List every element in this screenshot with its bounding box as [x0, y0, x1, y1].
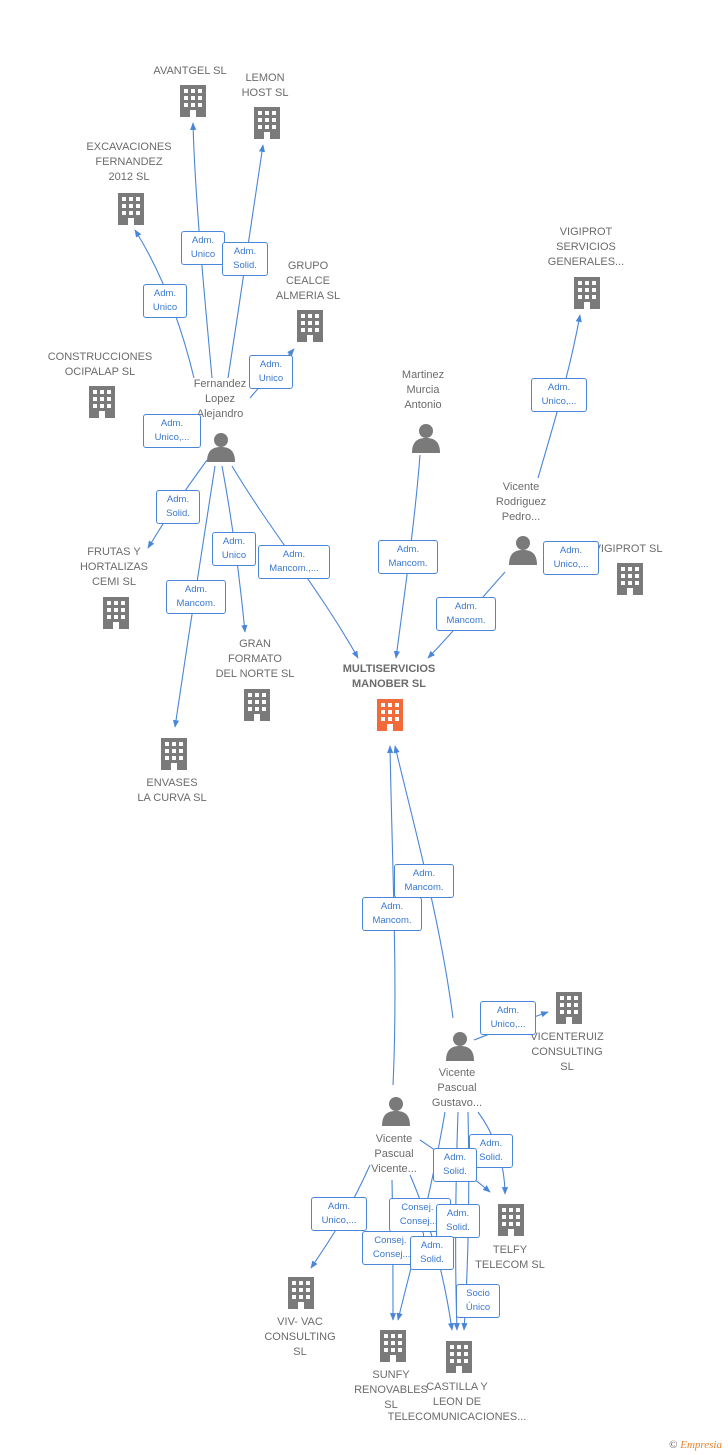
relation-badge[interactable]: Adm. Solid.	[436, 1204, 480, 1238]
castilla-icon	[446, 1341, 472, 1373]
sunfy-icon	[380, 1330, 406, 1362]
relation-badge[interactable]: Adm. Unico,...	[543, 541, 599, 575]
vicente-pascual-label[interactable]: Vicente Pascual Vicente...	[371, 1133, 417, 1175]
vpascual-person-icon	[382, 1097, 410, 1126]
relation-badge[interactable]: Adm. Unico	[143, 284, 187, 318]
brand-logo[interactable]: Empresia	[680, 1439, 722, 1451]
castilla-label[interactable]: CASTILLA Y LEON DE TELECOMUNICACIONES...	[387, 1381, 527, 1423]
avantgel-icon	[180, 85, 206, 117]
sunfy-label[interactable]: SUNFY RENOVABLES SL	[354, 1369, 428, 1411]
vivvac-icon	[288, 1277, 314, 1309]
martinez-person-icon	[412, 424, 440, 453]
excavaciones-label[interactable]: EXCAVACIONES FERNANDEZ 2012 SL	[86, 141, 172, 183]
relation-badge[interactable]: Adm. Unico	[212, 532, 256, 566]
relation-badge[interactable]: Adm. Solid.	[222, 242, 268, 276]
relation-badge[interactable]: Adm. Mancom.	[362, 897, 422, 931]
fernandez-label[interactable]: Fernandez Lopez Alejandro	[193, 378, 247, 420]
fernandez-person-icon	[207, 433, 235, 462]
relation-badge[interactable]: Adm. Unico,...	[311, 1197, 367, 1231]
construcciones-label[interactable]: CONSTRUCCIONES OCIPALAP SL	[47, 351, 153, 378]
excavaciones-icon	[118, 193, 144, 225]
relation-badge[interactable]: Adm. Mancom.,...	[258, 545, 330, 579]
relation-badge[interactable]: Adm. Mancom.	[378, 540, 438, 574]
vigiprot-generales-icon	[574, 277, 600, 309]
vicenteruiz-label[interactable]: VICENTERUIZ CONSULTING SL	[530, 1031, 604, 1073]
vigiprot-generales-label[interactable]: VIGIPROT SERVICIOS GENERALES...	[547, 226, 625, 268]
envases-label[interactable]: ENVASES LA CURVA SL	[137, 777, 207, 804]
multiservicios-icon	[377, 699, 403, 731]
gran-formato-icon	[244, 689, 270, 721]
vicente-gustavo-label[interactable]: Vicente Pascual Gustavo...	[431, 1067, 483, 1109]
relation-badge[interactable]: Adm. Unico	[249, 355, 293, 389]
lemon-icon	[254, 107, 280, 139]
vigiprot-sl-label[interactable]: VIGIPROT SL	[593, 543, 663, 555]
grupo-cealce-label[interactable]: GRUPO CEALCE ALMERIA SL	[275, 260, 341, 302]
frutas-label[interactable]: FRUTAS Y HORTALIZAS CEMI SL	[79, 546, 149, 588]
vgustavo-person-icon	[446, 1032, 474, 1061]
lemon-label[interactable]: LEMON HOST SL	[241, 72, 289, 99]
relation-badge[interactable]: Adm. Unico,...	[143, 414, 201, 448]
relation-badge[interactable]: Socio Único	[456, 1284, 500, 1318]
telfy-icon	[498, 1204, 524, 1236]
footer-credit: © Empresia	[669, 1439, 722, 1451]
copyright-symbol: ©	[669, 1439, 678, 1451]
vicente-rodriguez-label[interactable]: Vicente Rodriguez Pedro...	[495, 481, 547, 523]
vigiprot-sl-icon	[617, 563, 643, 595]
relation-badge[interactable]: Adm. Solid.	[433, 1148, 477, 1182]
telfy-label[interactable]: TELFY TELECOM SL	[475, 1244, 545, 1271]
martinez-label[interactable]: Martinez Murcia Antonio	[401, 369, 445, 411]
relation-badge[interactable]: Adm. Mancom.	[436, 597, 496, 631]
vrodriguez-person-icon	[509, 536, 537, 565]
relation-badge[interactable]: Adm. Mancom.	[394, 864, 454, 898]
relation-badge[interactable]: Adm. Solid.	[156, 490, 200, 524]
relation-badge[interactable]: Adm. Mancom.	[166, 580, 226, 614]
frutas-icon	[103, 597, 129, 629]
relation-badge[interactable]: Adm. Unico	[181, 231, 225, 265]
relation-badge[interactable]: Adm. Solid.	[410, 1236, 454, 1270]
relation-badge[interactable]: Adm. Unico,...	[480, 1001, 536, 1035]
construcciones-icon	[89, 386, 115, 418]
grupo-cealce-icon	[297, 310, 323, 342]
gran-formato-label[interactable]: GRAN FORMATO DEL NORTE SL	[215, 638, 295, 680]
vivvac-label[interactable]: VIV- VAC CONSULTING SL	[264, 1316, 336, 1358]
relation-badge[interactable]: Adm. Unico,...	[531, 378, 587, 412]
vicenteruiz-icon	[556, 992, 582, 1024]
envases-icon	[161, 738, 187, 770]
avantgel-label[interactable]: AVANTGEL SL	[153, 65, 227, 77]
multiservicios-label[interactable]: MULTISERVICIOS MANOBER SL	[342, 663, 436, 690]
